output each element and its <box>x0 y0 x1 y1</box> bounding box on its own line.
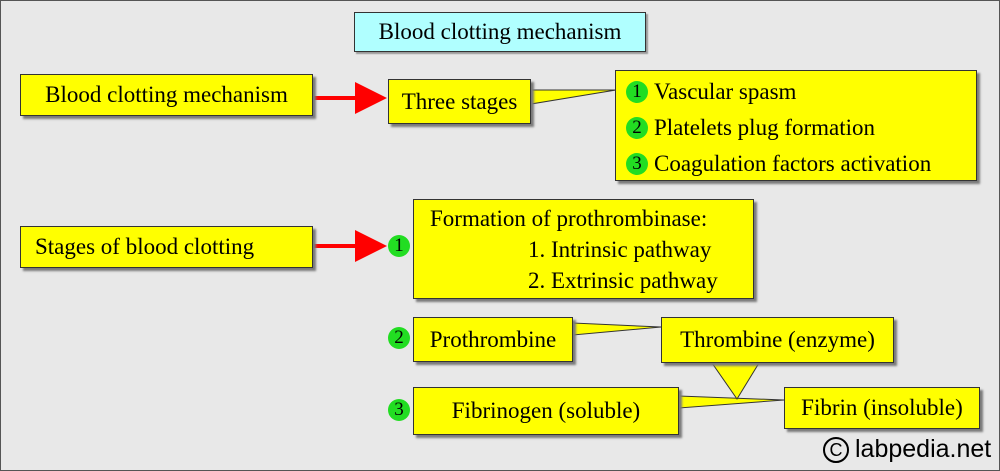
stage-item: 2 Platelets plug formation <box>626 110 976 146</box>
callout-fibrinogen <box>678 395 785 409</box>
title-text: Blood clotting mechanism <box>378 19 622 44</box>
box-prothrombine: Prothrombine <box>413 317 573 362</box>
box-prothrombinase: Formation of prothrombinase: 1. Intrinsi… <box>413 199 754 299</box>
label-stages-of-blood-clotting: Stages of blood clotting <box>35 234 255 259</box>
callout-prothrombine <box>572 322 662 336</box>
box-fibrinogen: Fibrinogen (soluble) <box>413 387 679 435</box>
number-badge: 1 <box>626 81 648 103</box>
stage-label: Coagulation factors activation <box>654 151 932 176</box>
label-three-stages: Three stages <box>401 89 518 114</box>
pathway-item: 2. Extrinsic pathway <box>528 268 718 293</box>
number-badge: 3 <box>626 153 648 175</box>
box-fibrin: Fibrin (insoluble) <box>784 387 980 429</box>
box-stages-list: 1 Vascular spasm 2 Platelets plug formatio… <box>615 70 977 181</box>
box-thrombine: Thrombine (enzyme) <box>661 317 894 363</box>
page-title: Blood clotting mechanism <box>354 12 646 52</box>
stage-label: Vascular spasm <box>654 79 797 104</box>
label-thrombine: Thrombine (enzyme) <box>680 327 875 352</box>
label-fibrinogen: Fibrinogen (soluble) <box>451 398 641 423</box>
stage-item: 3 Coagulation factors activation <box>626 146 976 182</box>
stage3-number: 3 <box>388 399 410 421</box>
pathway-item: 1. Intrinsic pathway <box>528 237 712 262</box>
label-prothrombine: Prothrombine <box>429 327 557 352</box>
box-stages-of-blood-clotting: Stages of blood clotting <box>20 226 313 268</box>
stage1-number: 1 <box>388 235 410 257</box>
copyright-text: labpedia.net <box>855 435 992 463</box>
callout-thrombine <box>711 362 760 400</box>
copyright-icon: C <box>823 437 849 463</box>
stage-item: 1 Vascular spasm <box>626 74 976 110</box>
prothrombinase-heading: Formation of prothrombinase: <box>430 206 708 231</box>
callout-three-stages <box>530 89 617 105</box>
label-fibrin: Fibrin (insoluble) <box>801 395 963 420</box>
stage-label: Platelets plug formation <box>654 115 876 140</box>
box-blood-clotting-mechanism: Blood clotting mechanism <box>20 74 313 116</box>
number-badge: 2 <box>626 117 648 139</box>
label-blood-clotting-mechanism: Blood clotting mechanism <box>45 82 288 107</box>
stage2-number: 2 <box>388 327 410 349</box>
box-three-stages: Three stages <box>388 79 531 124</box>
